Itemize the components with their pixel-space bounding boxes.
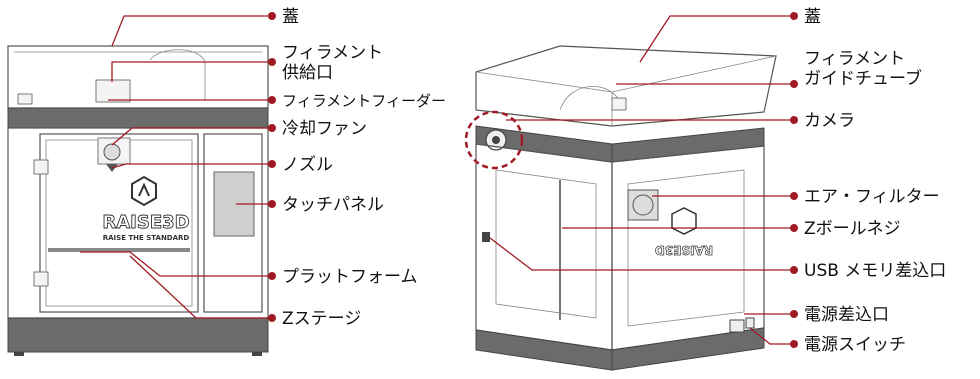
front-door [39,133,199,313]
label-iso-power-switch: 電源スイッチ [804,335,906,355]
label-iso-air-filter: エア・フィルター [804,187,940,207]
iso-callouts: 蓋 フィラメント ガイドチューブ カメラ エア・フィルター Zボールネジ USB… [489,7,946,355]
front-logo-text: RAISE3D [102,212,189,233]
iso-top-band-right [611,127,765,163]
iso-view-printer: RAISE3D [475,45,777,371]
front-lid [7,45,269,109]
iso-logo-text: RAISE3D [655,243,713,257]
label-front-cooling-fan: 冷却ファン [282,119,367,139]
label-front-filament-inlet-1: フィラメント [282,43,383,63]
front-filament-tube [149,49,206,100]
label-iso-usb-port: USB メモリ差込口 [804,261,946,281]
front-callouts: 蓋 フィラメント 供給口 フィラメントフィーダー 冷却ファン ノズル タッチパネ… [80,7,446,329]
front-view-printer: RAISE3D RAISE THE STANDARD [7,45,269,356]
label-front-platform: プラットフォーム [282,267,418,287]
label-iso-filament-guide-1: フィラメント [804,49,905,69]
iso-base-left [475,329,613,371]
iso-usb-port [482,232,490,242]
front-filament-inlet [95,79,131,103]
label-iso-filament-guide-2: ガイドチューブ [804,68,922,89]
iso-lid [475,45,777,127]
front-cooling-fan [103,143,121,161]
front-logo-tagline: RAISE THE STANDARD [103,234,190,242]
label-front-nozzle: ノズル [282,155,333,175]
iso-filament-guide-tube [559,86,621,111]
iso-power-inlet [729,319,745,333]
label-front-filament-feeder: フィラメントフィーダー [282,92,446,110]
front-top-band [7,107,269,129]
label-front-touch-panel: タッチパネル [282,195,384,215]
iso-power-switch [745,317,755,329]
iso-base-right [611,327,765,371]
front-platform [48,248,190,252]
label-iso-camera: カメラ [804,111,855,131]
label-front-lid: 蓋 [282,7,299,27]
label-iso-z-ball-screw: Zボールネジ [804,219,901,239]
front-logo-mark [131,175,157,207]
label-front-z-stage: Zステージ [282,309,361,329]
label-iso-lid: 蓋 [804,7,821,27]
label-iso-power-inlet: 電源差込口 [804,305,889,325]
camera-highlight [464,110,524,170]
front-base [7,317,269,353]
label-front-filament-inlet-2: 供給口 [282,63,333,83]
